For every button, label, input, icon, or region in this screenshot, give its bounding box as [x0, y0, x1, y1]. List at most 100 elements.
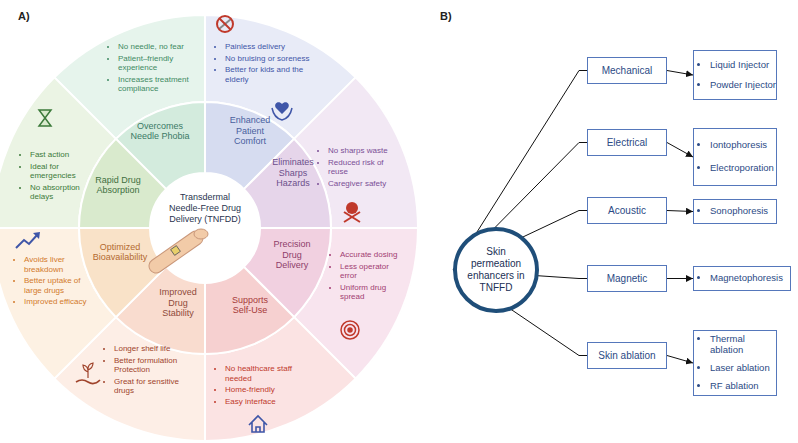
sector-title: Overcomes Needle Phobia	[129, 121, 191, 142]
bullet-item: No needle, no fear	[118, 42, 200, 52]
sector-label: Improved Drug Stability	[155, 285, 201, 321]
heart-shape	[275, 102, 289, 114]
sector-title: Enhanced Patient Comfort	[227, 115, 273, 146]
bullet-item: Better for kids and the elderly	[225, 65, 310, 84]
category-box: Magnetic	[587, 265, 667, 292]
target-ring	[345, 325, 356, 336]
sector-label: Precision Drug Delivery	[269, 237, 315, 273]
patch-square	[171, 246, 181, 256]
bullet-item: Easy interface	[225, 397, 310, 407]
branch-arrow	[667, 211, 693, 212]
bullet-list: Painless deliveryNo bruising or soreness…	[215, 42, 310, 84]
bullet-item: No healthcare staff needed	[225, 364, 310, 383]
hourglass-icon	[39, 110, 51, 126]
target-center	[348, 328, 352, 332]
method-item: RF ablation	[710, 381, 776, 392]
benefit-list: Painless deliveryNo bruising or soreness…	[215, 42, 310, 86]
branch-arrow	[667, 356, 693, 364]
prohibit-circle	[217, 16, 233, 32]
target-ring	[341, 321, 359, 339]
method-item: Electroporation	[710, 163, 774, 174]
skull-circle	[346, 202, 358, 214]
center-disc	[151, 174, 259, 282]
sector-label: Optimized Bioavailability	[85, 239, 155, 265]
bullet-item: Caregiver safety	[328, 179, 393, 189]
bullet-item: Increases treatment compliance	[118, 75, 200, 94]
bullet-list: Thermal ablationLaser ablationRF ablatio…	[694, 334, 776, 392]
target-icon	[341, 321, 359, 339]
sector-label: Enhanced Patient Comfort	[227, 113, 273, 149]
bullet-item: Ideal for emergencies	[30, 162, 96, 181]
bullet-item: Less operator error	[340, 262, 408, 281]
method-box: IontophoresisElectroporation	[693, 128, 777, 186]
bullet-item: Uniform drug spread	[340, 283, 408, 302]
category-box: Acoustic	[587, 197, 667, 224]
house-icon	[249, 416, 267, 432]
bullet-item: Great for sensitive drugs	[114, 377, 194, 396]
care-icon	[272, 102, 292, 120]
method-item: Liquid Injector	[710, 60, 776, 71]
benefit-list: No sharps wasteReduced risk of reuseCare…	[318, 146, 393, 190]
hub-title: Skin permeation enhancers in TNFFD	[465, 246, 527, 294]
skull-icon	[344, 202, 360, 222]
category-box: Mechanical	[587, 57, 667, 84]
trend-line	[16, 234, 38, 248]
method-item: Thermal ablation	[710, 334, 776, 356]
bullet-item: Longer shelf life	[114, 344, 194, 354]
no-needle-icon	[217, 16, 233, 32]
panel-label: B)	[440, 10, 452, 22]
method-item: Sonophoresis	[710, 206, 768, 217]
bullet-list: No sharps wasteReduced risk of reuseCare…	[318, 146, 393, 188]
bullet-list: Longer shelf lifeBetter formulation Prot…	[104, 344, 194, 396]
method-box: Magnetophoresis	[693, 266, 791, 291]
sector-title: Rapid Drug Absorption	[95, 175, 141, 196]
method-item: Iontophoresis	[710, 140, 774, 151]
bullet-item: No sharps waste	[328, 146, 393, 156]
benefit-list: Longer shelf lifeBetter formulation Prot…	[104, 344, 194, 398]
benefit-list: No needle, no fearPatient–friendly exper…	[108, 42, 200, 96]
bullet-item: Avoids liver breakdown	[24, 255, 90, 274]
branch-arrow	[667, 71, 693, 76]
arm-skin	[156, 238, 196, 266]
bullet-item: Accurate dosing	[340, 250, 408, 260]
bullet-list: Fast actionIdeal for emergencies No absor…	[20, 150, 96, 202]
method-item: Powder Injector	[710, 80, 776, 91]
category-box: Skin ablation	[587, 342, 667, 369]
prohibit-slash	[220, 19, 231, 30]
center-circle: Transdermal Needle-Free Drug Delivery (T…	[150, 173, 260, 283]
bullet-list: IontophoresisElectroporation	[694, 140, 774, 174]
benefit-list: No healthcare staff neededHome-friendlyE…	[215, 364, 310, 408]
method-box: Sonophoresis	[693, 199, 777, 224]
center-title: Transdermal Needle-Free Drug Delivery (T…	[163, 192, 247, 224]
bullet-list: Accurate dosingLess operator errorUnifor…	[330, 250, 408, 302]
sector-label: Supports Self-Use	[225, 292, 275, 318]
method-box: Liquid InjectorPowder Injector	[693, 50, 777, 100]
hub-ring	[455, 229, 537, 311]
bullet-item: No bruising or soreness	[225, 54, 310, 64]
bullet-item: Improved efficacy	[24, 297, 90, 307]
bullet-item: Better formulation Protection	[114, 356, 194, 375]
bullet-item: No absorption delays	[30, 183, 96, 202]
bullet-item: Home-friendly	[225, 385, 310, 395]
branch-arrow	[667, 278, 693, 279]
hand-curve	[76, 380, 100, 384]
bone-line	[344, 212, 360, 222]
panel-label: A)	[18, 10, 30, 22]
bullet-list: Magnetophoresis	[694, 273, 783, 284]
center-disc	[150, 173, 260, 283]
sector-title: Eliminates Sharps Hazards	[269, 157, 317, 188]
benefit-list: Avoids liver breakdownBetter uptake of l…	[14, 255, 90, 309]
bullet-list: Avoids liver breakdownBetter uptake of l…	[14, 255, 90, 307]
plant-leaves	[83, 363, 93, 378]
branch-arrow	[667, 143, 693, 158]
bullet-list: Sonophoresis	[694, 206, 768, 217]
trend-icon	[16, 232, 40, 248]
bullet-item: Fast action	[30, 150, 96, 160]
sector-title: Supports Self-Use	[225, 295, 275, 316]
sector-label: Overcomes Needle Phobia	[129, 116, 191, 146]
sector-title: Precision Drug Delivery	[269, 239, 315, 270]
category-label: Mechanical	[602, 65, 653, 76]
sector-title: Improved Drug Stability	[155, 287, 201, 318]
benefit-list: Accurate dosingLess operator errorUnifor…	[330, 250, 408, 304]
category-label: Magnetic	[607, 273, 648, 284]
